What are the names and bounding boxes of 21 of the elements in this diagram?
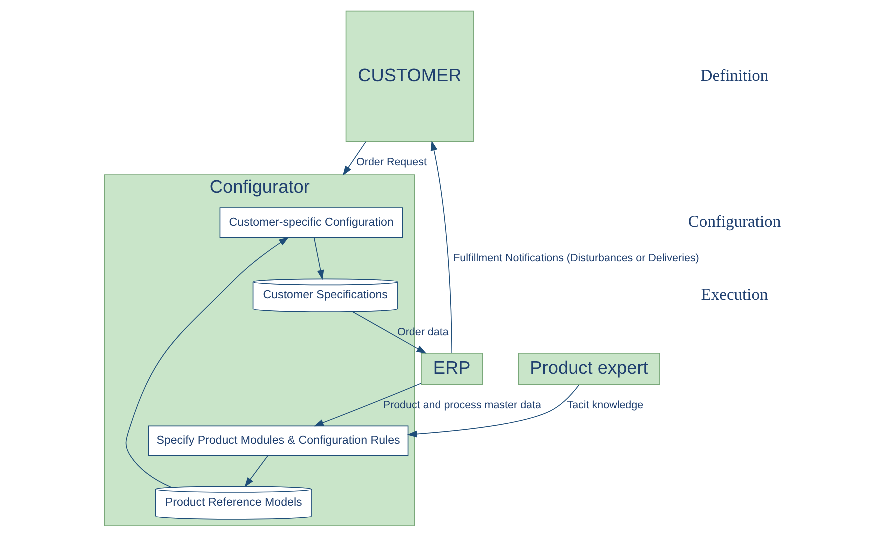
edge-label: Product and process master data (383, 399, 542, 412)
label: Definition (700, 66, 769, 85)
edge-label: Fulfillment Notifications (Disturbances or Deliveries) (454, 252, 700, 264)
label: Execution (701, 284, 768, 304)
arrow (126, 237, 290, 488)
edge-label: Order data (397, 326, 449, 339)
edge-label: Tacit knowledge (567, 399, 644, 412)
node-box: Specify Product Modules & Configuration Rules (148, 426, 409, 456)
label: Configuration (688, 212, 782, 232)
edge-label: Order Request (356, 156, 427, 168)
arrow (430, 140, 453, 354)
node-box: Customer-specific Configuration (220, 208, 404, 238)
arrow (352, 312, 427, 354)
node-box: ERP (421, 353, 484, 386)
node-box: CUSTOMER (346, 10, 474, 142)
arrow (342, 142, 366, 176)
arrow (244, 456, 268, 488)
node-box: Product expert (518, 353, 660, 386)
arrow (407, 384, 580, 438)
arrow (314, 238, 324, 280)
arrow (314, 383, 422, 427)
